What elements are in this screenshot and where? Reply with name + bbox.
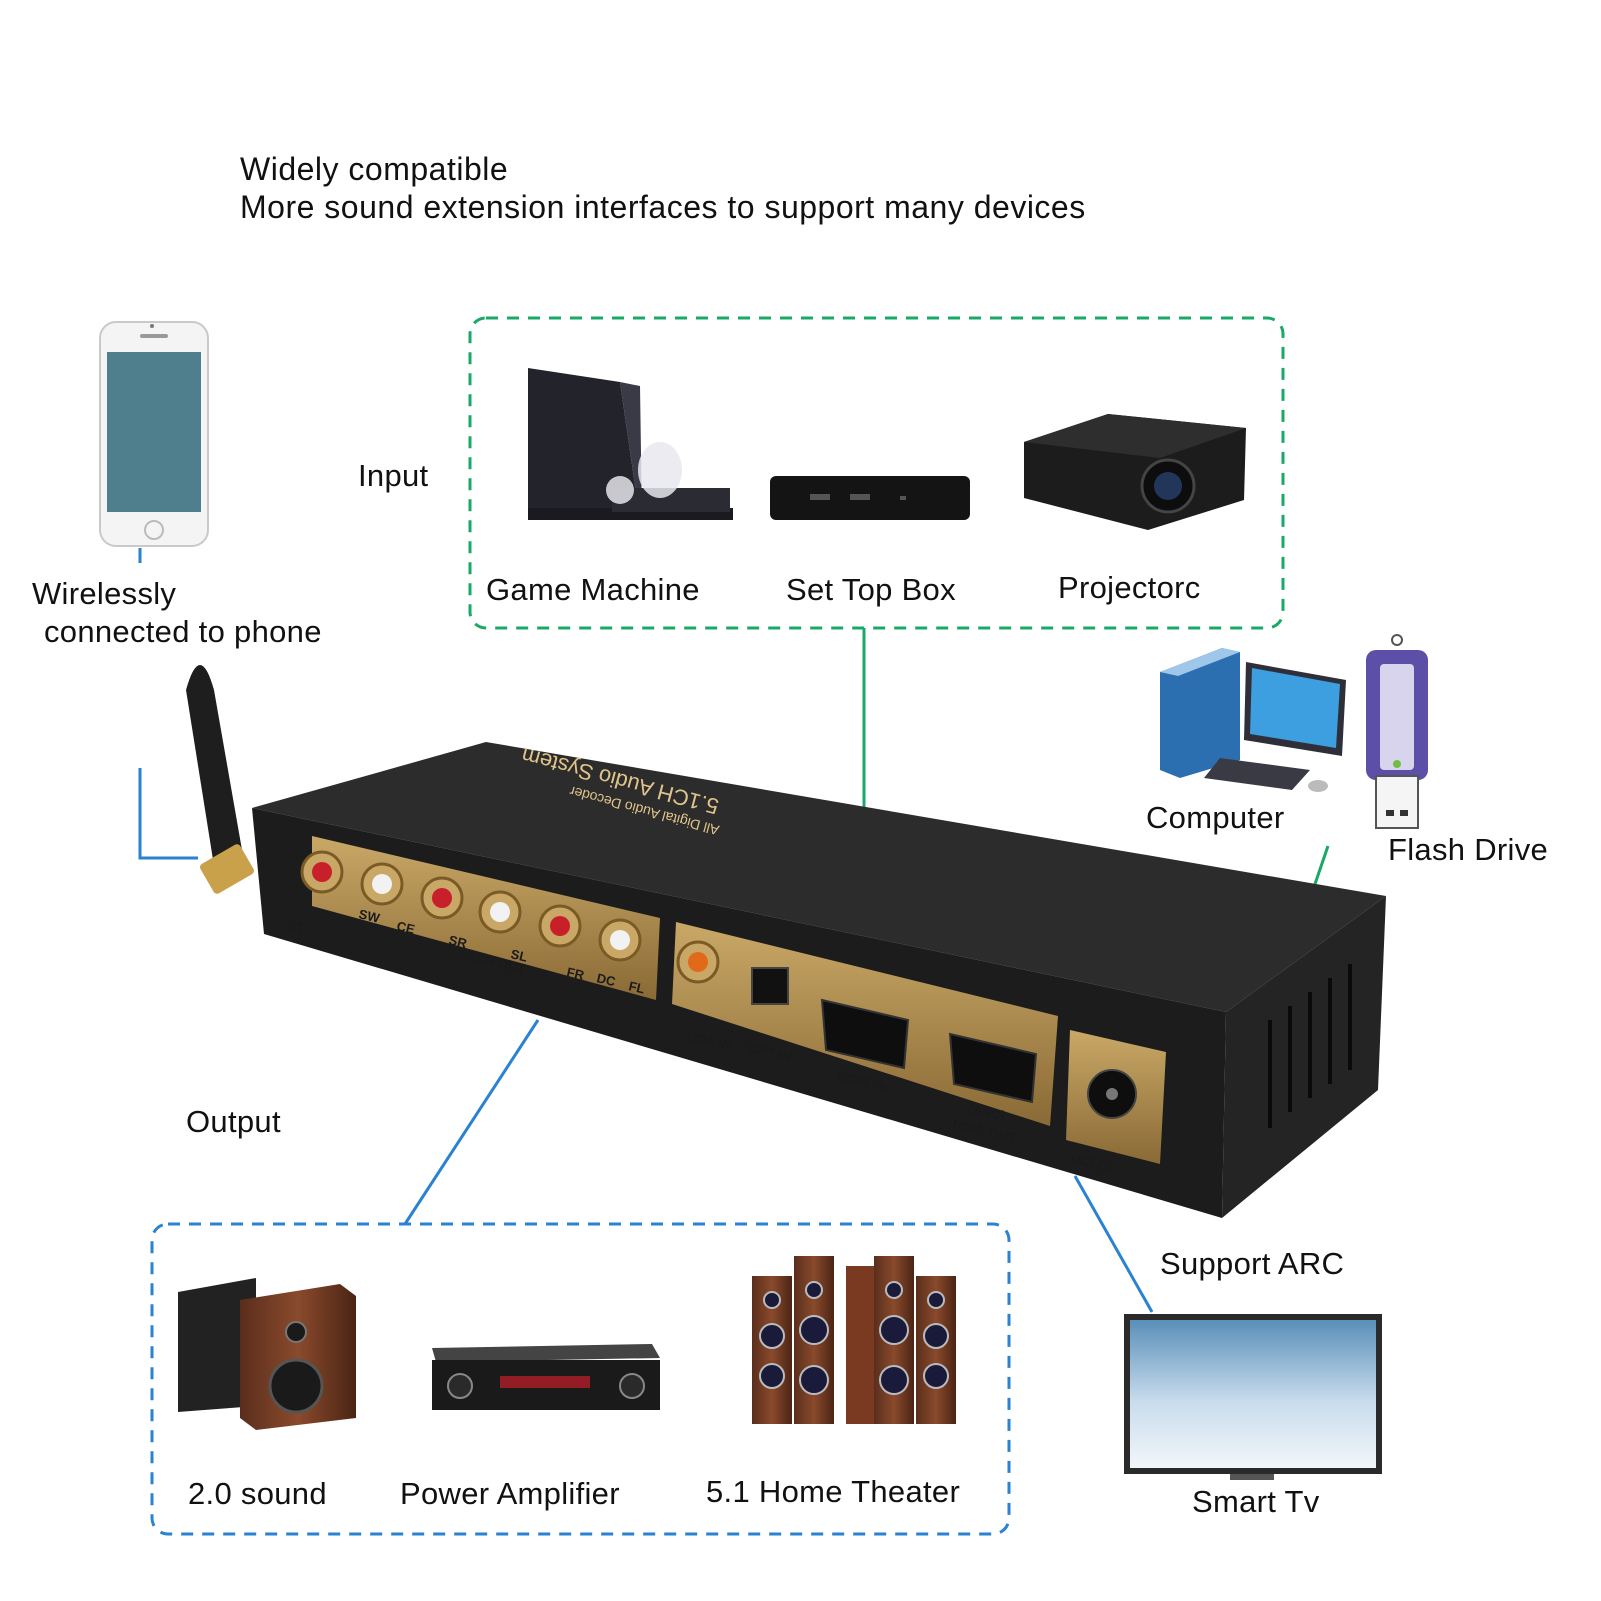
port-label-fr: FR	[565, 964, 586, 983]
output-label-2-0-sound: 2.0 sound	[188, 1476, 327, 1511]
antenna-icon	[186, 665, 254, 894]
projector-icon	[1024, 414, 1246, 530]
heading: Widely compatible More sound extension i…	[240, 150, 1086, 226]
phone-label-line-1: Wirelessly	[32, 576, 177, 611]
game-console-icon	[528, 368, 733, 520]
port-label-dc: DC	[595, 970, 617, 989]
input-group-box	[468, 316, 1285, 630]
tv-connector	[1073, 1175, 1154, 1313]
amplifier-icon	[432, 1344, 660, 1410]
flash-drive-label: Flash Drive	[1388, 832, 1549, 867]
antenna-connector	[138, 768, 198, 860]
input-label-set-top-box: Set Top Box	[786, 572, 956, 607]
port-label-sr: SR	[447, 932, 469, 951]
usb-flash-drive-icon	[1366, 634, 1428, 829]
port-label-sl: SL	[509, 946, 529, 964]
desktop-computer-icon	[1160, 648, 1346, 792]
output-group-label: Output	[186, 1104, 281, 1139]
computer-label: Computer	[1146, 800, 1285, 835]
heading-line-1: Widely compatible	[240, 151, 509, 187]
input-label-projector: Projectorc	[1058, 570, 1201, 605]
tv-label: Smart Tv	[1192, 1484, 1320, 1519]
port-label-ce: CE	[395, 918, 416, 937]
port-label-sw: SW	[357, 906, 381, 925]
output-label-home-theater: 5.1 Home Theater	[706, 1474, 961, 1509]
smartphone-icon	[99, 321, 209, 547]
tv-arc-label: Support ARC	[1160, 1246, 1345, 1281]
output-connector	[403, 1019, 540, 1225]
usb-connector	[1313, 845, 1330, 885]
port-label-bt: BT	[285, 916, 305, 935]
audio-decoder-device	[252, 742, 1386, 1218]
set-top-box-icon	[770, 476, 970, 520]
heading-line-2: More sound extension interfaces to suppo…	[240, 189, 1086, 225]
home-theater-icon	[752, 1256, 956, 1424]
input-label-game-machine: Game Machine	[486, 572, 700, 607]
phone-label-line-2: connected to phone	[44, 614, 322, 649]
bookshelf-speakers-icon	[178, 1278, 356, 1430]
port-label-fl: FL	[627, 978, 646, 996]
output-label-power-amplifier: Power Amplifier	[400, 1476, 620, 1511]
rca-jacks	[300, 850, 720, 984]
tv-icon	[1124, 1314, 1382, 1480]
input-group-label: Input	[358, 458, 429, 493]
output-group-box	[150, 1222, 1011, 1536]
